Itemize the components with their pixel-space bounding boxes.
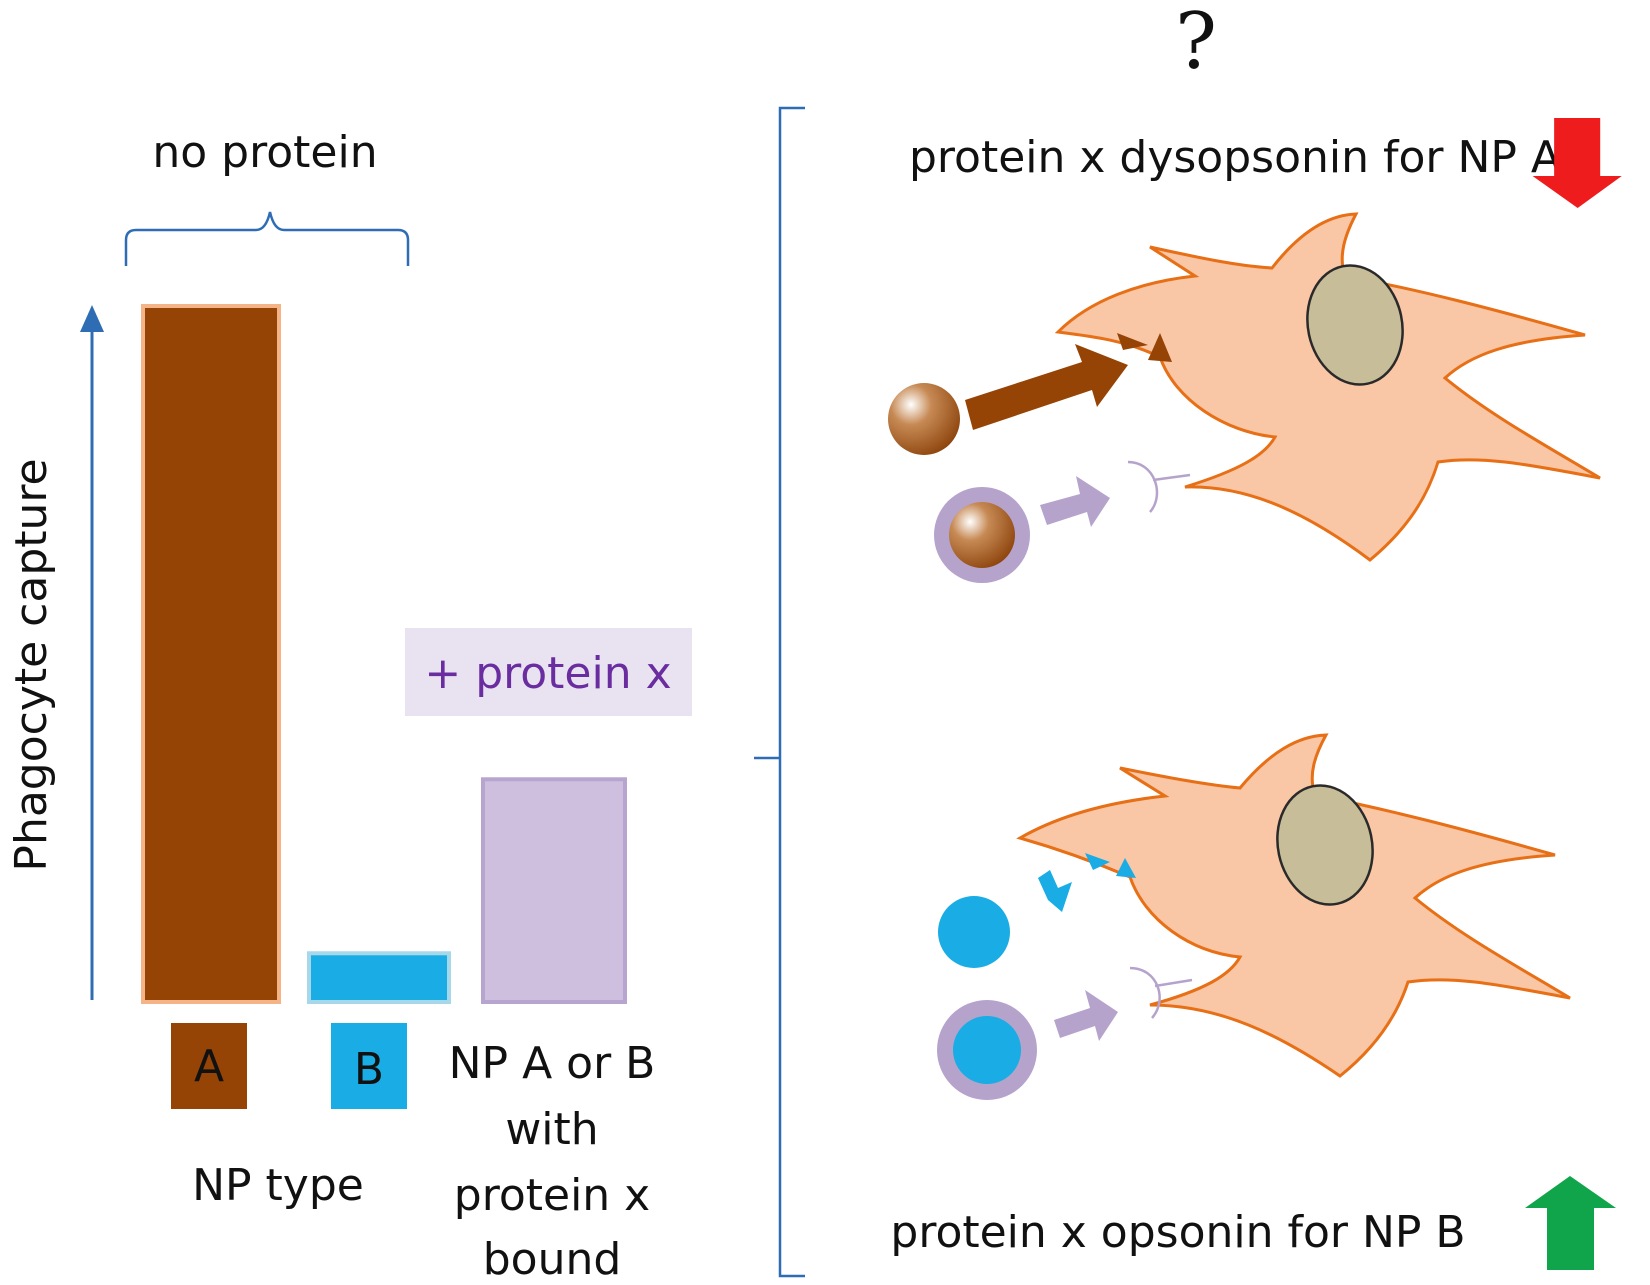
np-a-particle-top [888, 383, 960, 455]
protein-x-label: + protein x [424, 648, 671, 699]
nucleus-bottom [1276, 784, 1374, 906]
bar-np-with-protein-x [481, 777, 627, 1005]
scenario-dysopsonin: protein x dysopsonin for NP A [888, 118, 1622, 583]
category-a-box [171, 1023, 247, 1109]
decrease-arrow-icon [1532, 118, 1622, 208]
category-c-label-line-2: with [505, 1104, 598, 1155]
phagocyte-cell-top [1054, 212, 1601, 562]
pseudopod-blue-2 [1116, 858, 1136, 878]
pseudopod-blue-1 [1085, 853, 1110, 870]
increase-arrow-icon [1525, 1176, 1616, 1270]
nucleus-top [1306, 264, 1404, 386]
category-b-label: B [354, 1044, 384, 1095]
np-a-core-top [949, 502, 1015, 568]
scenario-bracket [754, 106, 805, 1278]
uptake-arrow-brown [965, 344, 1128, 430]
no-protein-brace [124, 211, 410, 266]
bar-chart: Phagocyte capture no protein + protein x… [6, 127, 692, 1285]
category-c-label-line-4: bound [483, 1234, 622, 1285]
protein-x-label-box [405, 628, 692, 716]
pseudopod-brown-1 [1117, 333, 1148, 350]
fragment-blue [1038, 870, 1072, 912]
uptake-arrow-purple-bottom [1054, 990, 1118, 1041]
no-protein-label: no protein [152, 127, 377, 178]
category-c-label-line-1: NP A or B [449, 1038, 656, 1089]
question-mark: ? [1175, 0, 1217, 87]
bar-np-b [307, 951, 451, 1005]
category-b-box [331, 1023, 407, 1109]
category-c-label-line-3: protein x [454, 1170, 650, 1221]
category-a-label: A [194, 1041, 224, 1092]
pseudopod-brown-2 [1148, 333, 1172, 362]
opsonin-label: protein x opsonin for NP B [890, 1207, 1465, 1258]
y-axis-arrowhead [80, 305, 104, 332]
np-b-particle-bottom [938, 896, 1010, 968]
scenario-opsonin: protein x opsonin for NP B [890, 733, 1616, 1270]
np-b-core-bottom [953, 1016, 1021, 1084]
x-axis-label: NP type [192, 1160, 364, 1211]
phagocyte-cell-bottom [1016, 733, 1571, 1078]
dysopsonin-label: protein x dysopsonin for NP A [909, 132, 1561, 183]
bar-np-a [141, 304, 281, 1004]
y-axis-label: Phagocyte capture [6, 458, 57, 871]
receptor-top [1127, 460, 1191, 513]
blocked-arrow-purple-top [1040, 476, 1110, 527]
receptor-bottom [1129, 966, 1193, 1019]
